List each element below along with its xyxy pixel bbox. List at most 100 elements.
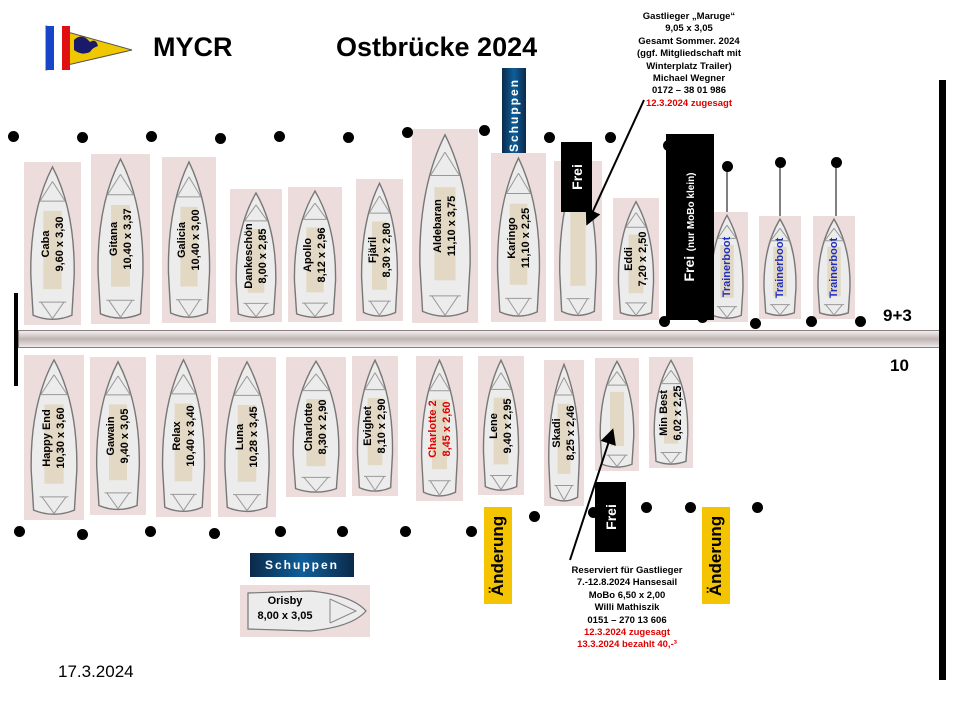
mooring-post — [466, 526, 477, 537]
boat-size: 8,12 x 2,96 — [316, 226, 328, 283]
trainerboot-2[interactable]: Trainerboot — [759, 216, 801, 319]
boat-name: Galicia — [176, 221, 188, 259]
boat-size: 8,30 x 2,80 — [380, 222, 393, 278]
boat-size: 10,40 x 3,40 — [184, 405, 197, 467]
boat-hull-icon — [595, 358, 639, 471]
frei-upper: Frei — [561, 142, 592, 212]
mooring-post — [14, 526, 25, 537]
boat-size: 8,45 x 2,60 — [440, 400, 453, 457]
boat-hull-icon — [156, 355, 211, 517]
boat-size: 8,30 x 2,90 — [317, 399, 329, 455]
boat-name: Luna — [234, 423, 246, 451]
boat-empty-lower[interactable] — [595, 358, 639, 471]
boat-size: 8,00 x 3,05 — [257, 610, 313, 622]
boat-hull-icon — [91, 154, 150, 324]
schuppen-top: Schuppen — [502, 68, 526, 162]
mooring-post — [685, 502, 696, 513]
boat-name: Gitana — [107, 221, 120, 257]
mooring-post — [337, 526, 348, 537]
boat-size: 6,02 x 2,25 — [672, 384, 684, 441]
boat-size: 10,40 x 3,00 — [190, 209, 202, 271]
boat-hull-icon — [412, 129, 478, 323]
boat-name: Relax — [170, 421, 183, 451]
trainerboot-label: Trainerboot — [721, 236, 733, 298]
boat-hull-icon — [162, 157, 216, 323]
boat-name: Happy End — [41, 408, 53, 467]
boat-name: Evighet — [362, 406, 374, 446]
schuppen-bottom: Schuppen — [250, 553, 354, 577]
boat-name: Karingo — [505, 216, 518, 259]
date-label: 17.3.2024 — [58, 662, 134, 681]
boat-orisby[interactable]: Orisby 8,00 x 3,05 — [240, 585, 370, 637]
mooring-post — [400, 526, 411, 537]
note-line: 0172 – 38 01 986 — [652, 85, 726, 97]
boat-name: Lene — [488, 412, 500, 439]
boat-hull-icon — [218, 357, 276, 517]
boat-hull-icon — [90, 357, 146, 515]
mooring-post — [274, 131, 285, 142]
frei-mobo-sub: (nur MoBo klein) — [686, 172, 697, 252]
note-line: Reserviert für Gastlieger — [571, 565, 683, 576]
boat-hull-icon — [24, 355, 84, 520]
note-line: 7.-12.8.2024 Hansesail — [576, 577, 678, 589]
boat-size: 11,10 x 3,75 — [446, 195, 458, 257]
boat-size: 8,25 x 2,46 — [565, 405, 577, 461]
mooring-post — [275, 526, 286, 537]
right-pier-post — [939, 80, 946, 680]
boat-size: 10,40 x 3,37 — [121, 208, 134, 270]
trainerboot-label: Trainerboot — [828, 237, 840, 298]
club-flag-icon — [44, 24, 134, 72]
mooring-post — [752, 502, 763, 513]
boat-name: Charlotte 2 — [426, 399, 439, 458]
mooring-post — [750, 318, 761, 329]
trainerboot-3[interactable]: Trainerboot — [813, 216, 855, 319]
mooring-post — [605, 132, 616, 143]
boat-size: 8,10 x 2,90 — [376, 398, 388, 454]
pier-label-upper: 9+3 — [883, 306, 912, 325]
mooring-post — [544, 132, 555, 143]
boat-name: Fjäril — [366, 236, 379, 264]
orisby-label: Orisby 8,00 x 3,05 — [240, 594, 330, 624]
boat-size: 11,10 x 2,25 — [519, 207, 532, 268]
frei-lower: Frei — [595, 482, 626, 552]
boat-hull-icon — [759, 216, 801, 319]
trainerboot-label: Trainerboot — [774, 237, 786, 298]
mooring-post — [145, 526, 156, 537]
mooring-post — [673, 153, 684, 164]
mooring-post — [209, 528, 220, 539]
mooring-post — [831, 157, 842, 168]
note-line: Willi Mathiszik — [594, 602, 660, 614]
boat-name: Aldebaran — [432, 199, 444, 253]
boat-hull-icon — [356, 179, 403, 321]
boat-hull-icon — [286, 357, 346, 497]
boat-size: 9,40 x 2,95 — [502, 397, 514, 454]
